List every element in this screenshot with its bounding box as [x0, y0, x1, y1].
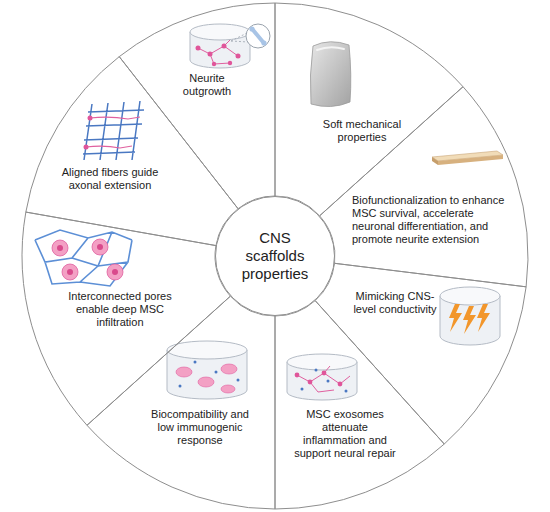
center-label: CNS scaffolds properties: [235, 229, 315, 283]
neuron-dot: [322, 371, 327, 376]
slab-front: [438, 155, 503, 165]
soft-block-highlight: [317, 47, 344, 50]
fiber-grid: [83, 101, 144, 160]
sector-shape: [22, 212, 230, 425]
cell-nucleus: [97, 244, 103, 250]
neuron-dot: [308, 380, 313, 385]
exosome-dot: [301, 388, 304, 391]
sector-outline: [24, 55, 240, 247]
axon-lines: [86, 117, 140, 148]
property-sector: MSC exosomes attenuate inflammation and …: [274, 299, 446, 510]
property-sector: Interconnected pores enable deep MSC inf…: [21, 211, 232, 427]
neurite-scaffold-icon: [190, 24, 270, 68]
circle-shape: [216, 197, 335, 316]
porous-network-icon: [35, 230, 132, 286]
msc-cell: [92, 239, 108, 255]
neuron-dot: [208, 52, 213, 57]
exosome-scaffold-icon: [287, 354, 357, 400]
sector-shape: [320, 87, 528, 287]
sector-outline: [118, 2, 276, 210]
property-label: MSC exosomes attenuate inflammation and …: [290, 408, 400, 460]
neurite-lines: [198, 40, 238, 64]
pore-network: [35, 230, 132, 286]
property-sector: Neurite outgrowth: [118, 2, 276, 210]
joint-icon: [253, 30, 263, 42]
joint-icon-end: [249, 26, 254, 31]
exosome-dot: [327, 380, 330, 383]
property-sector: Soft mechanical properties: [274, 2, 465, 217]
cylinder-top: [190, 24, 250, 40]
cell-shape: [221, 364, 237, 374]
property-label: Biofunctionalization to enhance MSC surv…: [352, 194, 512, 246]
property-sector: Biofunctionalization to enhance MSC surv…: [318, 85, 529, 288]
property-label: Neurite outgrowth: [171, 72, 243, 98]
magnifier-circle: [246, 24, 270, 48]
neuron-dot: [88, 116, 93, 121]
neurite-lines: [297, 366, 350, 392]
neuron-dot: [212, 62, 216, 66]
cell-nucleus: [67, 269, 73, 275]
neuron-dot: [222, 44, 227, 49]
biocompatible-scaffold-icon: [167, 341, 247, 399]
msc-cell: [107, 264, 123, 280]
molecule-dot: [215, 371, 218, 374]
msc-cell: [52, 240, 68, 256]
neuron-dot: [84, 145, 89, 150]
sector-outline: [274, 2, 465, 217]
property-label: Biocompatibility and low immunogenic res…: [143, 408, 258, 447]
neuron-dot: [295, 373, 300, 378]
cell-shape: [221, 385, 235, 393]
property-label: Interconnected pores enable deep MSC inf…: [63, 290, 178, 329]
cylinder-top: [440, 287, 500, 305]
property-label: Aligned fibers guide axonal extension: [60, 166, 160, 192]
cell-nucleus: [57, 245, 63, 251]
sector-outline: [318, 85, 529, 288]
neuron-dot: [228, 61, 232, 65]
cylinder-top: [167, 341, 247, 359]
property-sector: Aligned fibers guide axonal extension: [24, 55, 240, 247]
cell-nucleus: [112, 269, 118, 275]
zoom-lines: [231, 33, 248, 42]
lightning-bolt: [477, 304, 490, 332]
conductive-scaffold-icon: [440, 287, 500, 345]
cell-shape: [198, 377, 214, 387]
neuron-dot: [236, 54, 241, 59]
neuron-dot: [338, 382, 343, 387]
cylinder-top: [287, 354, 357, 370]
cell-shape: [176, 367, 192, 377]
msc-cell: [62, 264, 78, 280]
lightning-bolt: [449, 304, 462, 332]
sector-shape: [275, 301, 444, 509]
soft-block-icon: [310, 42, 350, 107]
slab-side: [432, 157, 438, 165]
molecule-dot: [194, 361, 197, 364]
joint-icon-end: [261, 40, 266, 45]
sector-outline: [274, 299, 446, 510]
neuron-dot: [196, 46, 201, 51]
property-label: Mimicking CNS-level conductivity: [353, 290, 438, 316]
center-circle: CNS scaffolds properties: [215, 196, 335, 316]
sector-shape: [87, 296, 275, 509]
molecule-dot: [237, 379, 240, 382]
sector-shape: [275, 3, 463, 216]
lightning-bolt: [463, 306, 476, 334]
exosome-dot: [315, 369, 318, 372]
sector-shape: [26, 57, 238, 246]
property-label: Soft mechanical properties: [312, 118, 412, 144]
exosome-dot: [345, 390, 348, 393]
aligned-fiber-icon: [83, 101, 144, 160]
molecule-dot: [179, 385, 182, 388]
